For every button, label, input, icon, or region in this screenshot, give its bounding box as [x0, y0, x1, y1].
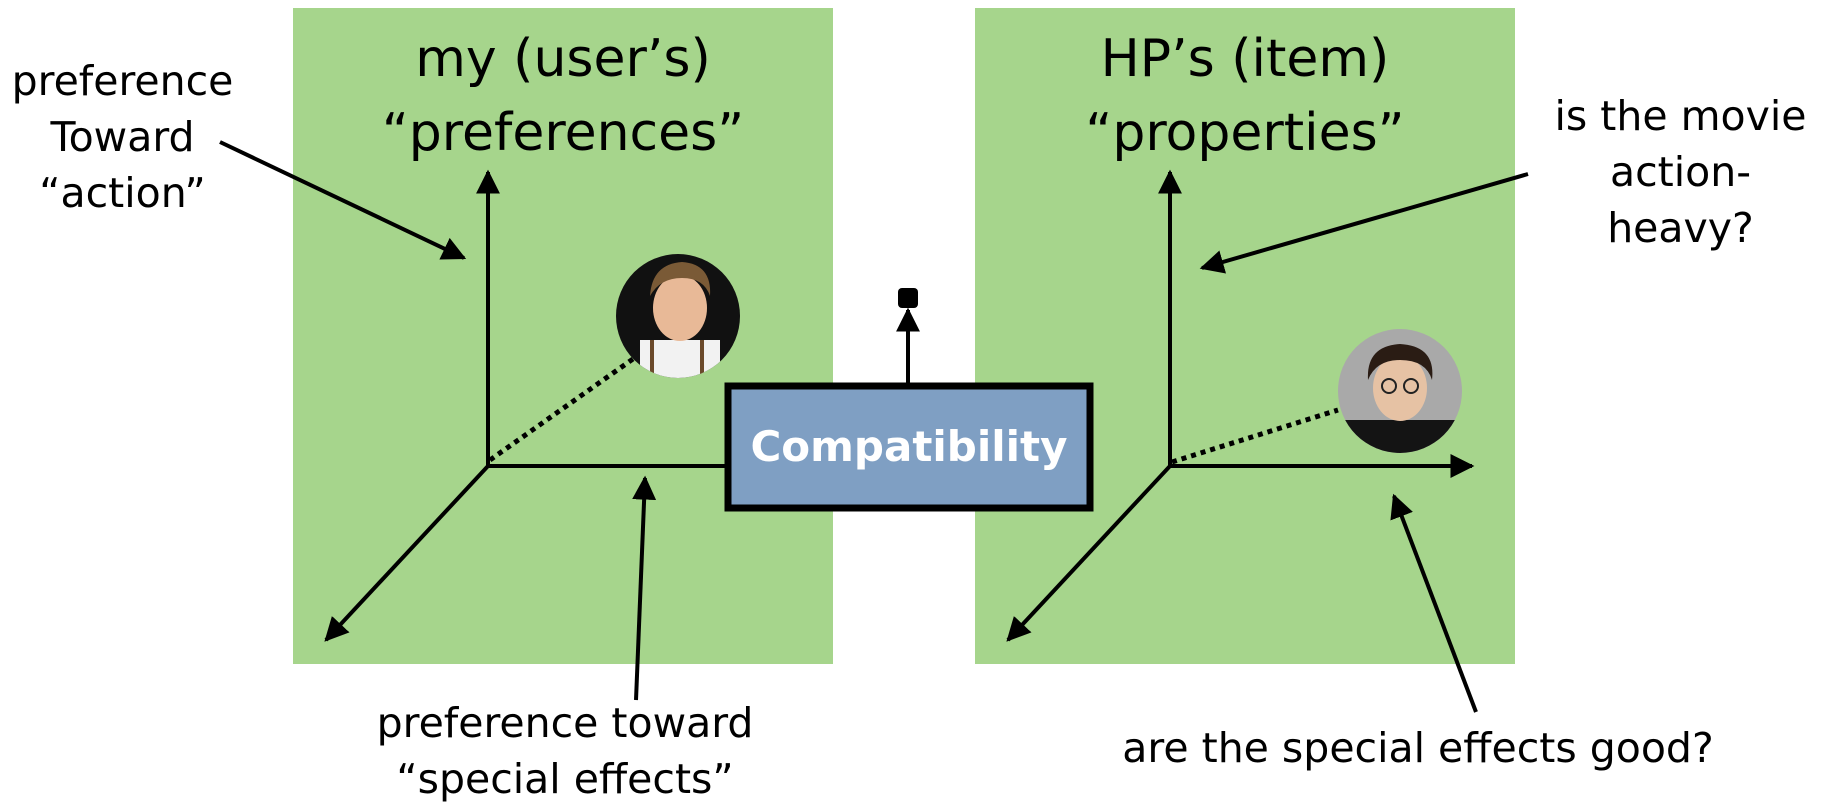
item-panel-title: HP’s (item) “properties” — [975, 22, 1515, 170]
annotation-line: heavy? — [1607, 204, 1754, 252]
user-panel-title-line1: my (user’s) — [415, 29, 711, 89]
user-z-axis — [324, 464, 490, 642]
user-action-pointer — [219, 140, 467, 260]
user-panel — [293, 8, 833, 664]
item-panel-title-line1: HP’s (item) — [1100, 29, 1390, 89]
compatibility-label: Compatibility — [750, 422, 1068, 471]
user-panel-title: my (user’s) “preferences” — [293, 22, 833, 170]
annotation-line: action- — [1610, 148, 1751, 196]
item-effects-pointer — [1390, 493, 1478, 713]
output-dot-icon — [898, 288, 918, 308]
user-action-annotation: preference Toward “action” — [0, 53, 245, 221]
user-axes — [324, 169, 730, 642]
item-z-axis — [1006, 464, 1172, 642]
item-action-pointer — [1199, 172, 1529, 274]
item-action-annotation: is the movie action- heavy? — [1538, 88, 1823, 256]
annotation-line: is the movie — [1554, 92, 1807, 140]
user-panel-title-line2: “preferences” — [381, 103, 745, 163]
item-axes — [1006, 169, 1475, 642]
annotation-line: “special effects” — [396, 755, 734, 803]
item-vector-line — [1171, 407, 1339, 465]
item-panel-title-line2: “properties” — [1085, 103, 1405, 163]
annotation-line: Toward — [50, 113, 195, 161]
user-effects-pointer — [632, 475, 657, 701]
annotation-line: preference toward — [376, 699, 754, 747]
annotation-arrows — [219, 140, 1529, 713]
annotation-line: “action” — [39, 169, 206, 217]
user-effects-annotation: preference toward “special effects” — [365, 695, 765, 807]
annotation-line: preference — [11, 57, 234, 105]
item-effects-annotation: are the special effects good? — [1122, 724, 1714, 772]
compatibility-box — [724, 382, 1094, 512]
user-vector-line — [488, 351, 642, 463]
